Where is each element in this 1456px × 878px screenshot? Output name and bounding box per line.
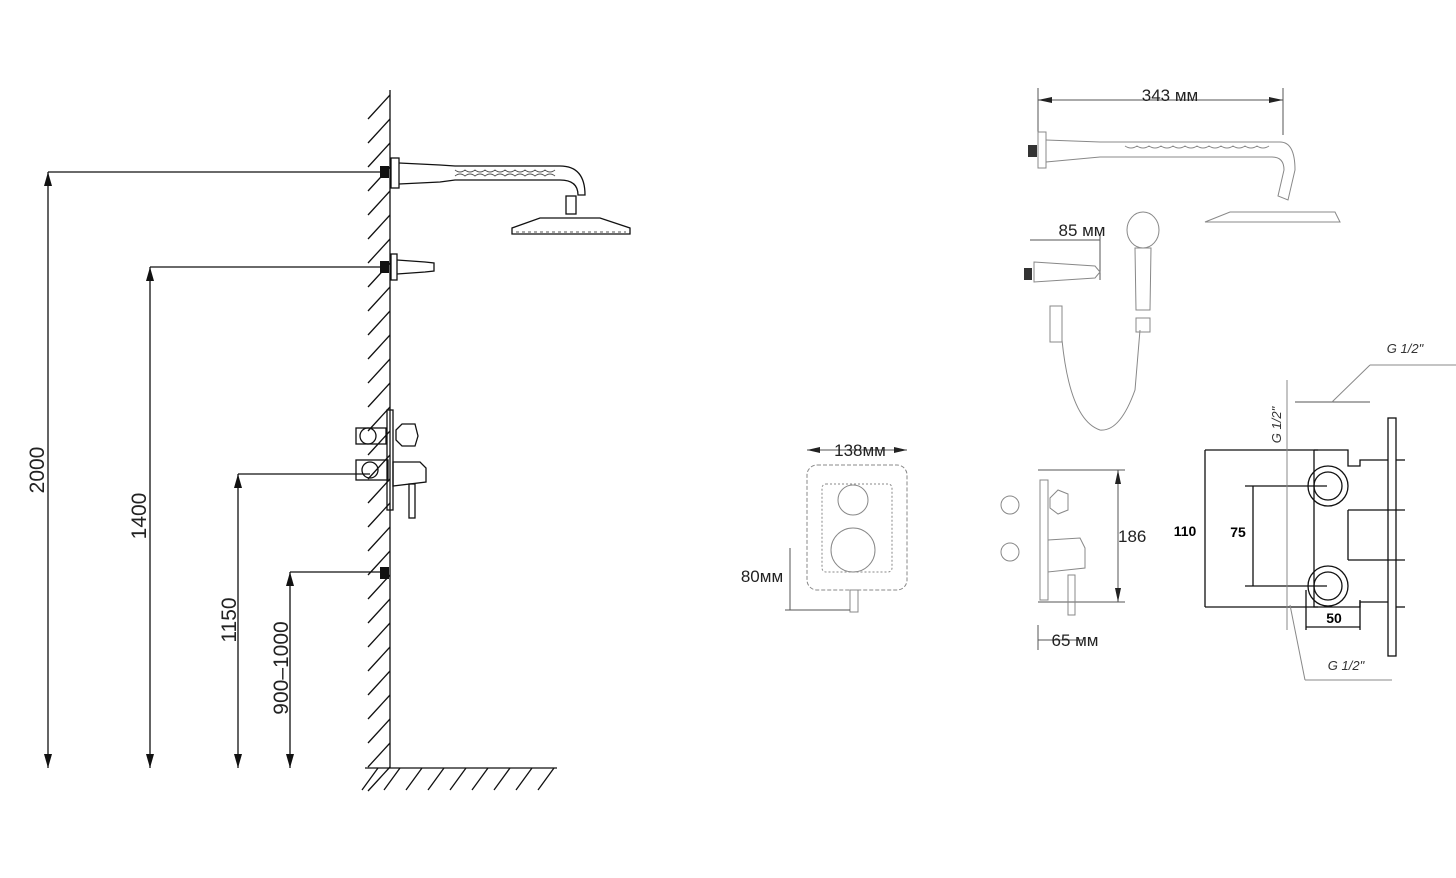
rain-shower <box>380 157 631 235</box>
wall-outlet-dimension: 85 мм <box>1024 211 1160 431</box>
wall <box>367 90 391 792</box>
thread-bottom-label: G 1/2" <box>1328 658 1366 673</box>
dimension-1400: 1400 <box>128 266 385 768</box>
dimension-2000: 2000 <box>26 171 385 768</box>
trim-plate-front: 138мм 80мм <box>741 441 908 613</box>
dimension-900-1000: 900–1000 <box>270 571 385 768</box>
inlet-spacing-label: 75 <box>1230 524 1246 540</box>
mixer-body-section: 110 75 50 G 1/2" G 1/2" G 1/2" <box>1174 341 1456 681</box>
height-label-2000: 2000 <box>26 447 49 494</box>
dimension-1150: 1150 <box>218 473 370 768</box>
floor <box>361 767 557 791</box>
shower-arm-length-label: 343 мм <box>1142 86 1198 105</box>
body-height-label: 110 <box>1174 523 1197 539</box>
wall-outlet <box>380 253 435 281</box>
body-depth-label: 50 <box>1326 610 1342 626</box>
height-label-900-1000: 900–1000 <box>270 621 293 714</box>
mixer-height-label: 186 <box>1118 527 1146 546</box>
mixer-depth-label: 65 мм <box>1051 631 1098 650</box>
wall-outlet-depth-label: 85 мм <box>1058 221 1105 240</box>
plate-offset-label: 80мм <box>741 567 783 586</box>
mixer-side-view <box>355 409 427 519</box>
plate-width-label: 138мм <box>834 441 886 460</box>
lower-outlet <box>380 567 389 579</box>
thread-side-label: G 1/2" <box>1269 405 1284 443</box>
mixer-side-dimension: 186 65 мм <box>1000 469 1146 650</box>
height-label-1150: 1150 <box>218 597 241 642</box>
thread-top-label: G 1/2" <box>1387 341 1425 356</box>
shower-arm-dimension: 343 мм <box>1028 86 1341 223</box>
height-label-1400: 1400 <box>128 493 151 540</box>
